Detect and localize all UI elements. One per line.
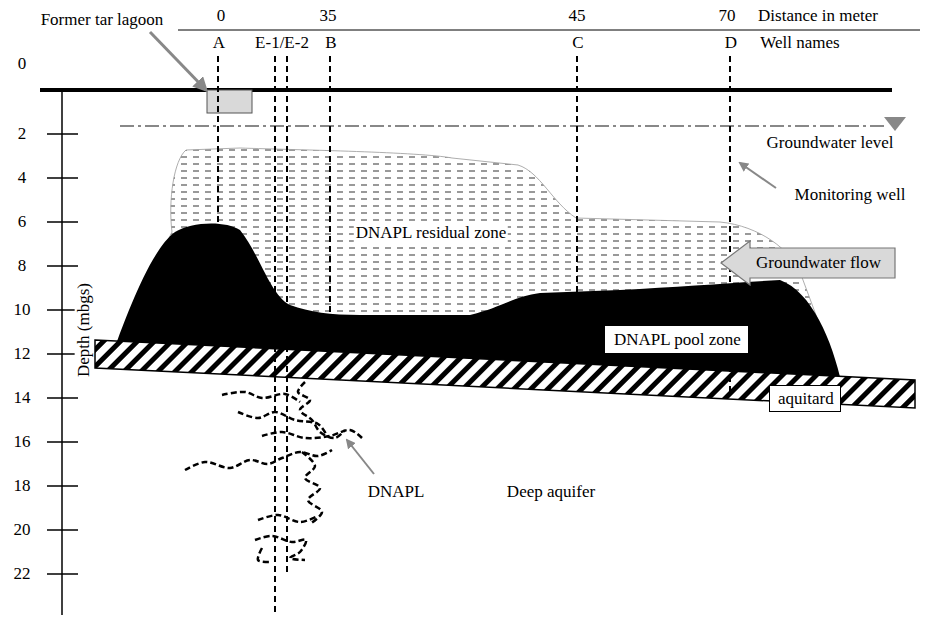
annotation: Groundwater level bbox=[765, 134, 896, 153]
well-name: B bbox=[323, 34, 338, 53]
distance-value: 35 bbox=[318, 7, 339, 26]
leader-arrow bbox=[150, 32, 206, 90]
depth-ticks bbox=[47, 90, 78, 574]
tick-mark bbox=[47, 529, 78, 531]
depth-value: 16 bbox=[12, 433, 33, 452]
dnapl-finger bbox=[298, 382, 345, 438]
well-name: C bbox=[570, 34, 585, 53]
leader-arrow bbox=[740, 163, 776, 188]
dnapl-finger bbox=[258, 548, 270, 562]
axis-title: Depth (mbgs) bbox=[75, 281, 94, 379]
tar-lagoon bbox=[207, 90, 252, 113]
depth-axis bbox=[61, 90, 63, 615]
depth-value: 14 bbox=[12, 389, 33, 408]
depth-value: 4 bbox=[16, 169, 29, 188]
water-table-symbol bbox=[884, 117, 906, 131]
well-name: D bbox=[723, 34, 739, 53]
axis-title: Well names bbox=[758, 34, 841, 53]
dnapl-finger bbox=[222, 392, 300, 402]
tick-mark bbox=[47, 265, 78, 267]
tick-mark bbox=[47, 353, 78, 355]
zone-label: DNAPL residual zone bbox=[354, 224, 508, 243]
groundwater-level-line bbox=[120, 125, 888, 127]
annotation: DNAPL bbox=[366, 483, 427, 502]
dnapl-finger bbox=[258, 515, 318, 522]
dnapl-finger bbox=[302, 452, 322, 524]
distance-value: 0 bbox=[215, 7, 228, 26]
depth-value: 8 bbox=[16, 257, 29, 276]
tick-mark bbox=[47, 309, 78, 311]
depth-value: 20 bbox=[12, 521, 33, 540]
tick-mark bbox=[47, 485, 78, 487]
zone-label-box: DNAPL pool zone bbox=[605, 326, 748, 353]
tick-mark bbox=[47, 177, 78, 179]
node-label: aquitard bbox=[778, 390, 840, 409]
annotation: Monitoring well bbox=[793, 186, 908, 205]
depth-value: 2 bbox=[16, 125, 29, 144]
aquitard-label-box: aquitard bbox=[769, 385, 841, 412]
dnapl-finger bbox=[262, 430, 362, 438]
tick-mark bbox=[47, 221, 78, 223]
leader-arrow bbox=[347, 440, 374, 474]
node-label: DNAPL pool zone bbox=[614, 331, 747, 350]
depth-value: 12 bbox=[12, 345, 33, 364]
dnapl-finger bbox=[238, 412, 326, 434]
depth-value: 22 bbox=[12, 565, 33, 584]
flow-arrow: Groundwater flow bbox=[720, 240, 896, 286]
depth-value: 6 bbox=[16, 213, 29, 232]
dnapl-finger bbox=[255, 536, 306, 560]
depth-value: 18 bbox=[12, 477, 33, 496]
well-name: E-1/E-2 bbox=[253, 34, 311, 53]
tick-mark bbox=[47, 133, 78, 135]
annotation: Former tar lagoon bbox=[39, 11, 166, 30]
tick-mark bbox=[47, 573, 78, 575]
arrow-outline bbox=[721, 241, 895, 285]
aquitard-layer bbox=[95, 340, 915, 408]
deep-dnapl bbox=[185, 382, 362, 562]
distance-value: 70 bbox=[717, 7, 738, 26]
ground-surface bbox=[40, 88, 892, 92]
depth-value: 0 bbox=[16, 55, 29, 74]
distance-axis bbox=[178, 30, 920, 31]
tick-mark bbox=[47, 397, 78, 399]
tick-mark bbox=[47, 441, 78, 443]
axis-title: Distance in meter bbox=[756, 7, 880, 26]
annotation: Deep aquifer bbox=[505, 483, 597, 502]
depth-value: 10 bbox=[12, 301, 33, 320]
well-name: A bbox=[211, 34, 227, 53]
distance-value: 45 bbox=[567, 7, 588, 26]
node-label: Groundwater flow bbox=[756, 254, 896, 273]
